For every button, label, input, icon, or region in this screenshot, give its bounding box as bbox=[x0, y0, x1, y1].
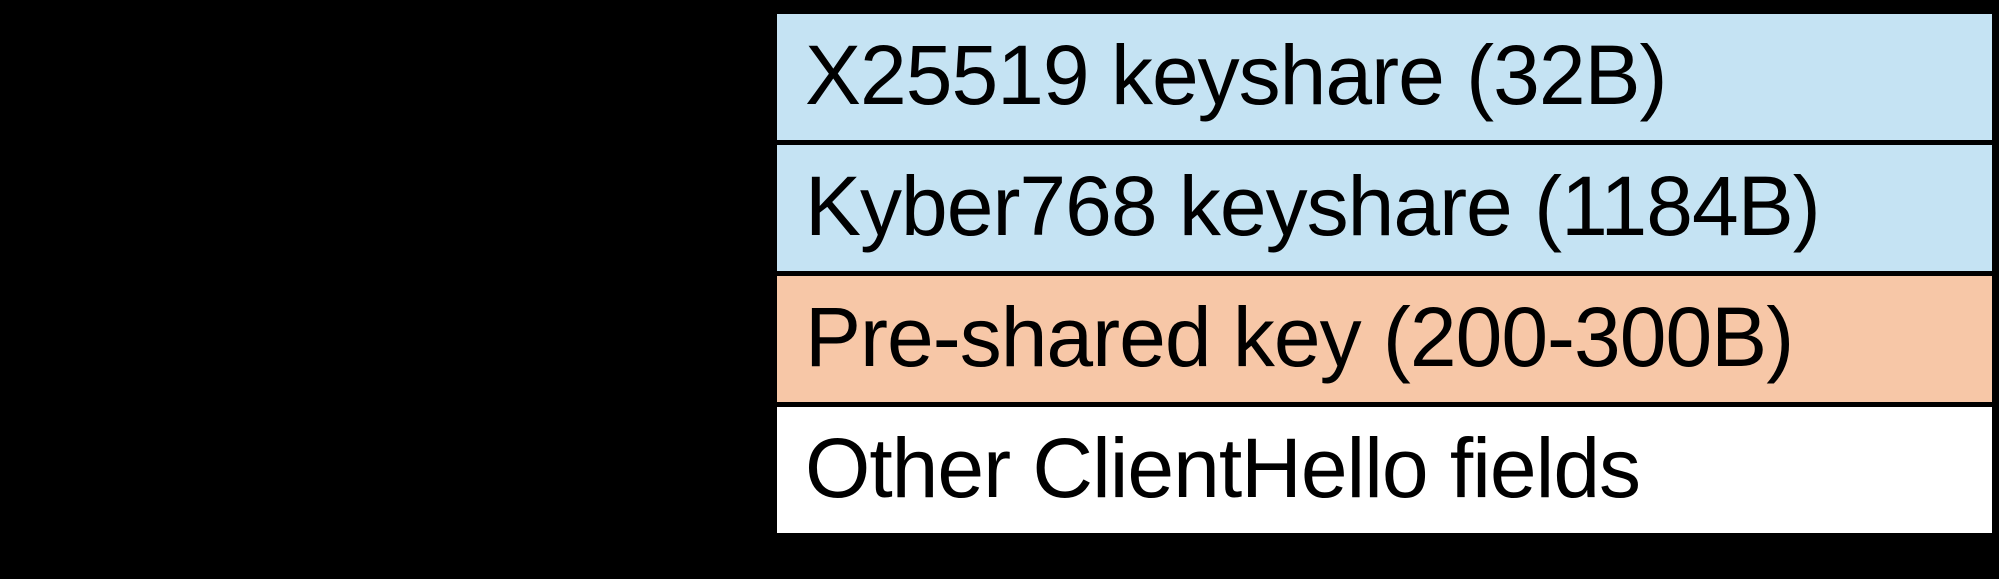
other-clienthello-fields-label: Other ClientHello fields bbox=[805, 421, 1641, 515]
pre-shared-key-label: Pre-shared key (200-300B) bbox=[805, 290, 1794, 384]
kyber768-keyshare-label: Kyber768 keyshare (1184B) bbox=[805, 159, 1821, 253]
box-pre-shared-key: Pre-shared key (200-300B) bbox=[777, 276, 1992, 402]
x25519-keyshare-label: X25519 keyshare (32B) bbox=[805, 28, 1668, 122]
box-other-clienthello-fields: Other ClientHello fields bbox=[777, 407, 1992, 533]
box-x25519-keyshare: X25519 keyshare (32B) bbox=[777, 14, 1992, 140]
clienthello-field-stack: X25519 keyshare (32B) Kyber768 keyshare … bbox=[777, 10, 1992, 537]
box-kyber768-keyshare: Kyber768 keyshare (1184B) bbox=[777, 145, 1992, 271]
